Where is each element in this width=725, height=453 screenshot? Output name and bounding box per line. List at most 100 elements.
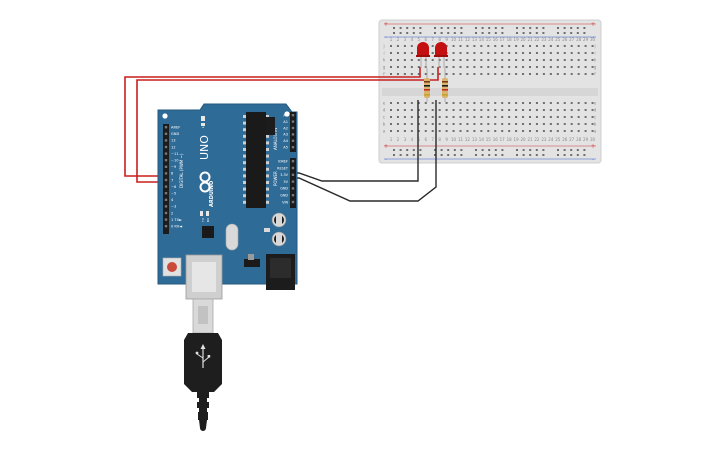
breadboard-column-number: 18 xyxy=(507,37,513,42)
breadboard-row-letter: e xyxy=(383,101,386,106)
breadboard-row-letter: g xyxy=(383,65,386,70)
breadboard-row-letter: b xyxy=(594,122,597,127)
digital-pin-label: 7 xyxy=(171,178,173,182)
breadboard-column-number: 12 xyxy=(465,137,471,142)
breadboard-column-number: 14 xyxy=(479,137,485,142)
breadboard-labels: 1122334455667788991010111112121313141415… xyxy=(382,21,596,163)
breadboard-row-letter: e xyxy=(594,101,597,106)
breadboard-column-number: 2 xyxy=(397,37,400,42)
breadboard-row-letter: j xyxy=(382,44,384,49)
analog-header[interactable] xyxy=(290,112,296,152)
breadboard-row-letter: i xyxy=(383,51,384,56)
breadboard-column-number: 27 xyxy=(569,37,575,42)
arduino-logo-icon xyxy=(199,171,211,193)
breadboard-column-number: 20 xyxy=(521,37,527,42)
breadboard-column-number: 23 xyxy=(541,37,547,42)
power-pin-label: GND xyxy=(280,194,288,198)
breadboard-column-number: 13 xyxy=(472,37,478,42)
digital-pin-label: ~6 xyxy=(171,185,177,189)
power-pin-label: IOREF xyxy=(278,160,288,164)
digital-pin-label: ~10 xyxy=(171,159,179,163)
breadboard-column-number: 30 xyxy=(590,137,596,142)
l-label: L xyxy=(201,126,205,128)
breadboard-column-number: 25 xyxy=(555,137,561,142)
breadboard-column-number: 16 xyxy=(493,37,499,42)
usb-cable[interactable] xyxy=(184,298,222,431)
breadboard-column-number: 16 xyxy=(493,137,499,142)
breadboard-row-letter: b xyxy=(383,122,386,127)
breadboard-column-number: 20 xyxy=(521,137,527,142)
breadboard-column-number: 7 xyxy=(431,137,434,142)
breadboard[interactable]: 1122334455667788991010111112121313141415… xyxy=(378,19,602,164)
digital-pin-label: 1 TX► xyxy=(171,218,182,222)
led-2[interactable] xyxy=(434,42,448,68)
mount-hole xyxy=(162,113,168,119)
mount-hole xyxy=(284,111,290,117)
breadboard-row-letter: g xyxy=(594,65,597,70)
breadboard-column-number: 3 xyxy=(404,137,407,142)
tx-label: TX xyxy=(201,218,205,223)
digital-pin-label: ~3 xyxy=(171,205,176,209)
breadboard-column-number: 11 xyxy=(458,37,464,42)
breadboard-column-number: 14 xyxy=(479,37,485,42)
breadboard-column-number: 17 xyxy=(500,137,506,142)
breadboard-column-number: 4 xyxy=(411,37,414,42)
resistor-2[interactable] xyxy=(442,68,448,102)
breadboard-column-number: 28 xyxy=(576,137,582,142)
breadboard-row-letter: h xyxy=(383,58,386,63)
breadboard-row-letter: i xyxy=(594,51,595,56)
rail-sign: - xyxy=(385,156,387,163)
icsp-header[interactable] xyxy=(266,117,275,135)
rail-sign: + xyxy=(383,21,388,28)
breadboard-column-number: 19 xyxy=(514,37,520,42)
power-header[interactable] xyxy=(290,158,296,208)
board-model-label: UNO xyxy=(198,135,211,160)
capacitor xyxy=(271,212,287,228)
breadboard-column-number: 11 xyxy=(458,137,464,142)
digital-pin-label: ~11 xyxy=(171,152,179,156)
breadboard-row-letter: h xyxy=(594,58,597,63)
breadboard-column-number: 28 xyxy=(576,37,582,42)
analog-pin-label: A1 xyxy=(283,120,288,124)
breadboard-column-number: 6 xyxy=(424,37,427,42)
digital-pin-label: 2 xyxy=(171,211,173,215)
breadboard-column-number: 18 xyxy=(507,137,513,142)
rx-label: RX xyxy=(206,218,210,222)
wire-pin-b[interactable] xyxy=(136,67,439,183)
led-1[interactable] xyxy=(416,42,430,68)
breadboard-column-number: 1 xyxy=(390,137,393,142)
digital-pin-label: ~9 xyxy=(171,165,177,169)
analog-pin-label: A5 xyxy=(283,146,288,150)
breadboard-column-number: 4 xyxy=(411,137,414,142)
wire-pin-a[interactable] xyxy=(124,67,421,177)
breadboard-column-number: 5 xyxy=(418,137,421,142)
breadboard-column-number: 8 xyxy=(438,137,441,142)
digital-pin-label: GND xyxy=(171,132,179,136)
rail-sign: + xyxy=(383,143,388,150)
breadboard-column-number: 30 xyxy=(590,37,596,42)
breadboard-column-number: 22 xyxy=(534,137,540,142)
digital-pin-label: 13 xyxy=(171,139,176,143)
reset-button[interactable] xyxy=(162,257,182,277)
breadboard-column-number: 17 xyxy=(500,37,506,42)
breadboard-row-letter: j xyxy=(593,44,595,49)
voltage-regulator xyxy=(244,259,260,267)
rail-sign: - xyxy=(592,156,594,163)
capacitor xyxy=(271,231,287,247)
rail-sign: - xyxy=(385,34,387,41)
breadboard-column-number: 9 xyxy=(445,37,448,42)
breadboard-column-number: 29 xyxy=(583,37,589,42)
resistor-1[interactable] xyxy=(424,68,430,102)
power-pin-label: GND xyxy=(280,187,288,191)
breadboard-column-number: 8 xyxy=(438,37,441,42)
wire-gnd-2[interactable] xyxy=(292,100,437,202)
breadboard-holes xyxy=(390,27,594,156)
analog-label: ANALOG IN xyxy=(273,128,278,150)
usb-symbol-icon xyxy=(195,344,211,368)
analog-pin-label: A2 xyxy=(283,126,288,130)
power-pin-label: VIN xyxy=(282,200,288,204)
breadboard-column-number: 23 xyxy=(541,137,547,142)
